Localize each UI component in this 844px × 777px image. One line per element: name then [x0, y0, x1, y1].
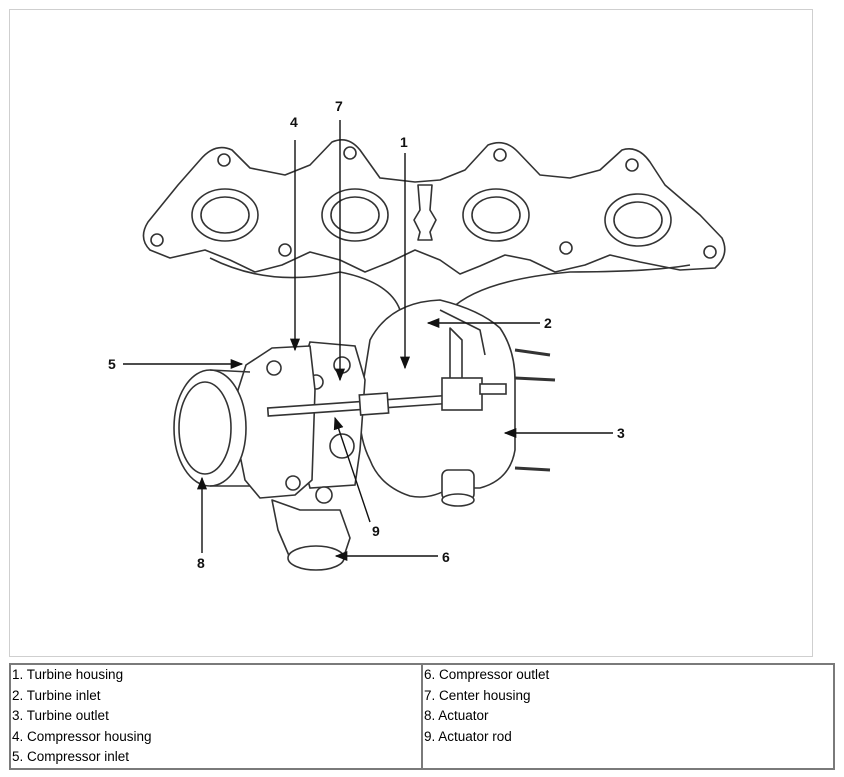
- legend-column-right: 6. Compressor outlet 7. Center housing 8…: [421, 663, 835, 770]
- callout-8: 8: [197, 555, 205, 571]
- legend-item: 5. Compressor inlet: [12, 749, 130, 764]
- callout-3: 3: [617, 425, 625, 441]
- exhaust-manifold: [142, 139, 726, 351]
- turbocharger-illustration: 1 2 3 4 5 6 7 8 9: [108, 98, 726, 571]
- legend-column-left: 1. Turbine housing 2. Turbine inlet 3. T…: [9, 663, 423, 770]
- actuator-rod: [266, 377, 507, 417]
- center-housing: [297, 341, 366, 504]
- legend-item: 3. Turbine outlet: [12, 708, 109, 723]
- callout-7: 7: [335, 98, 343, 114]
- legend-item: 8. Actuator: [424, 708, 489, 723]
- legend-item: 1. Turbine housing: [12, 667, 124, 682]
- legend-item: 2. Turbine inlet: [12, 687, 101, 703]
- turbocharger-figure: 1 2 3 4 5 6 7 8 9: [9, 9, 813, 657]
- legend-item: 6. Compressor outlet: [424, 667, 550, 682]
- callout-9: 9: [372, 523, 380, 539]
- compressor-housing: [173, 345, 351, 571]
- callout-4: 4: [290, 114, 298, 130]
- leader-lines: [123, 120, 613, 562]
- legend-item: 7. Center housing: [424, 687, 531, 703]
- callout-6: 6: [442, 549, 450, 565]
- callout-2: 2: [544, 315, 552, 331]
- legend-item: 4. Compressor housing: [12, 728, 152, 744]
- callout-5: 5: [108, 356, 116, 372]
- legend-item: 9. Actuator rod: [424, 728, 512, 744]
- legend-table: 1. Turbine housing 2. Turbine inlet 3. T…: [9, 663, 835, 770]
- callout-1: 1: [400, 134, 408, 150]
